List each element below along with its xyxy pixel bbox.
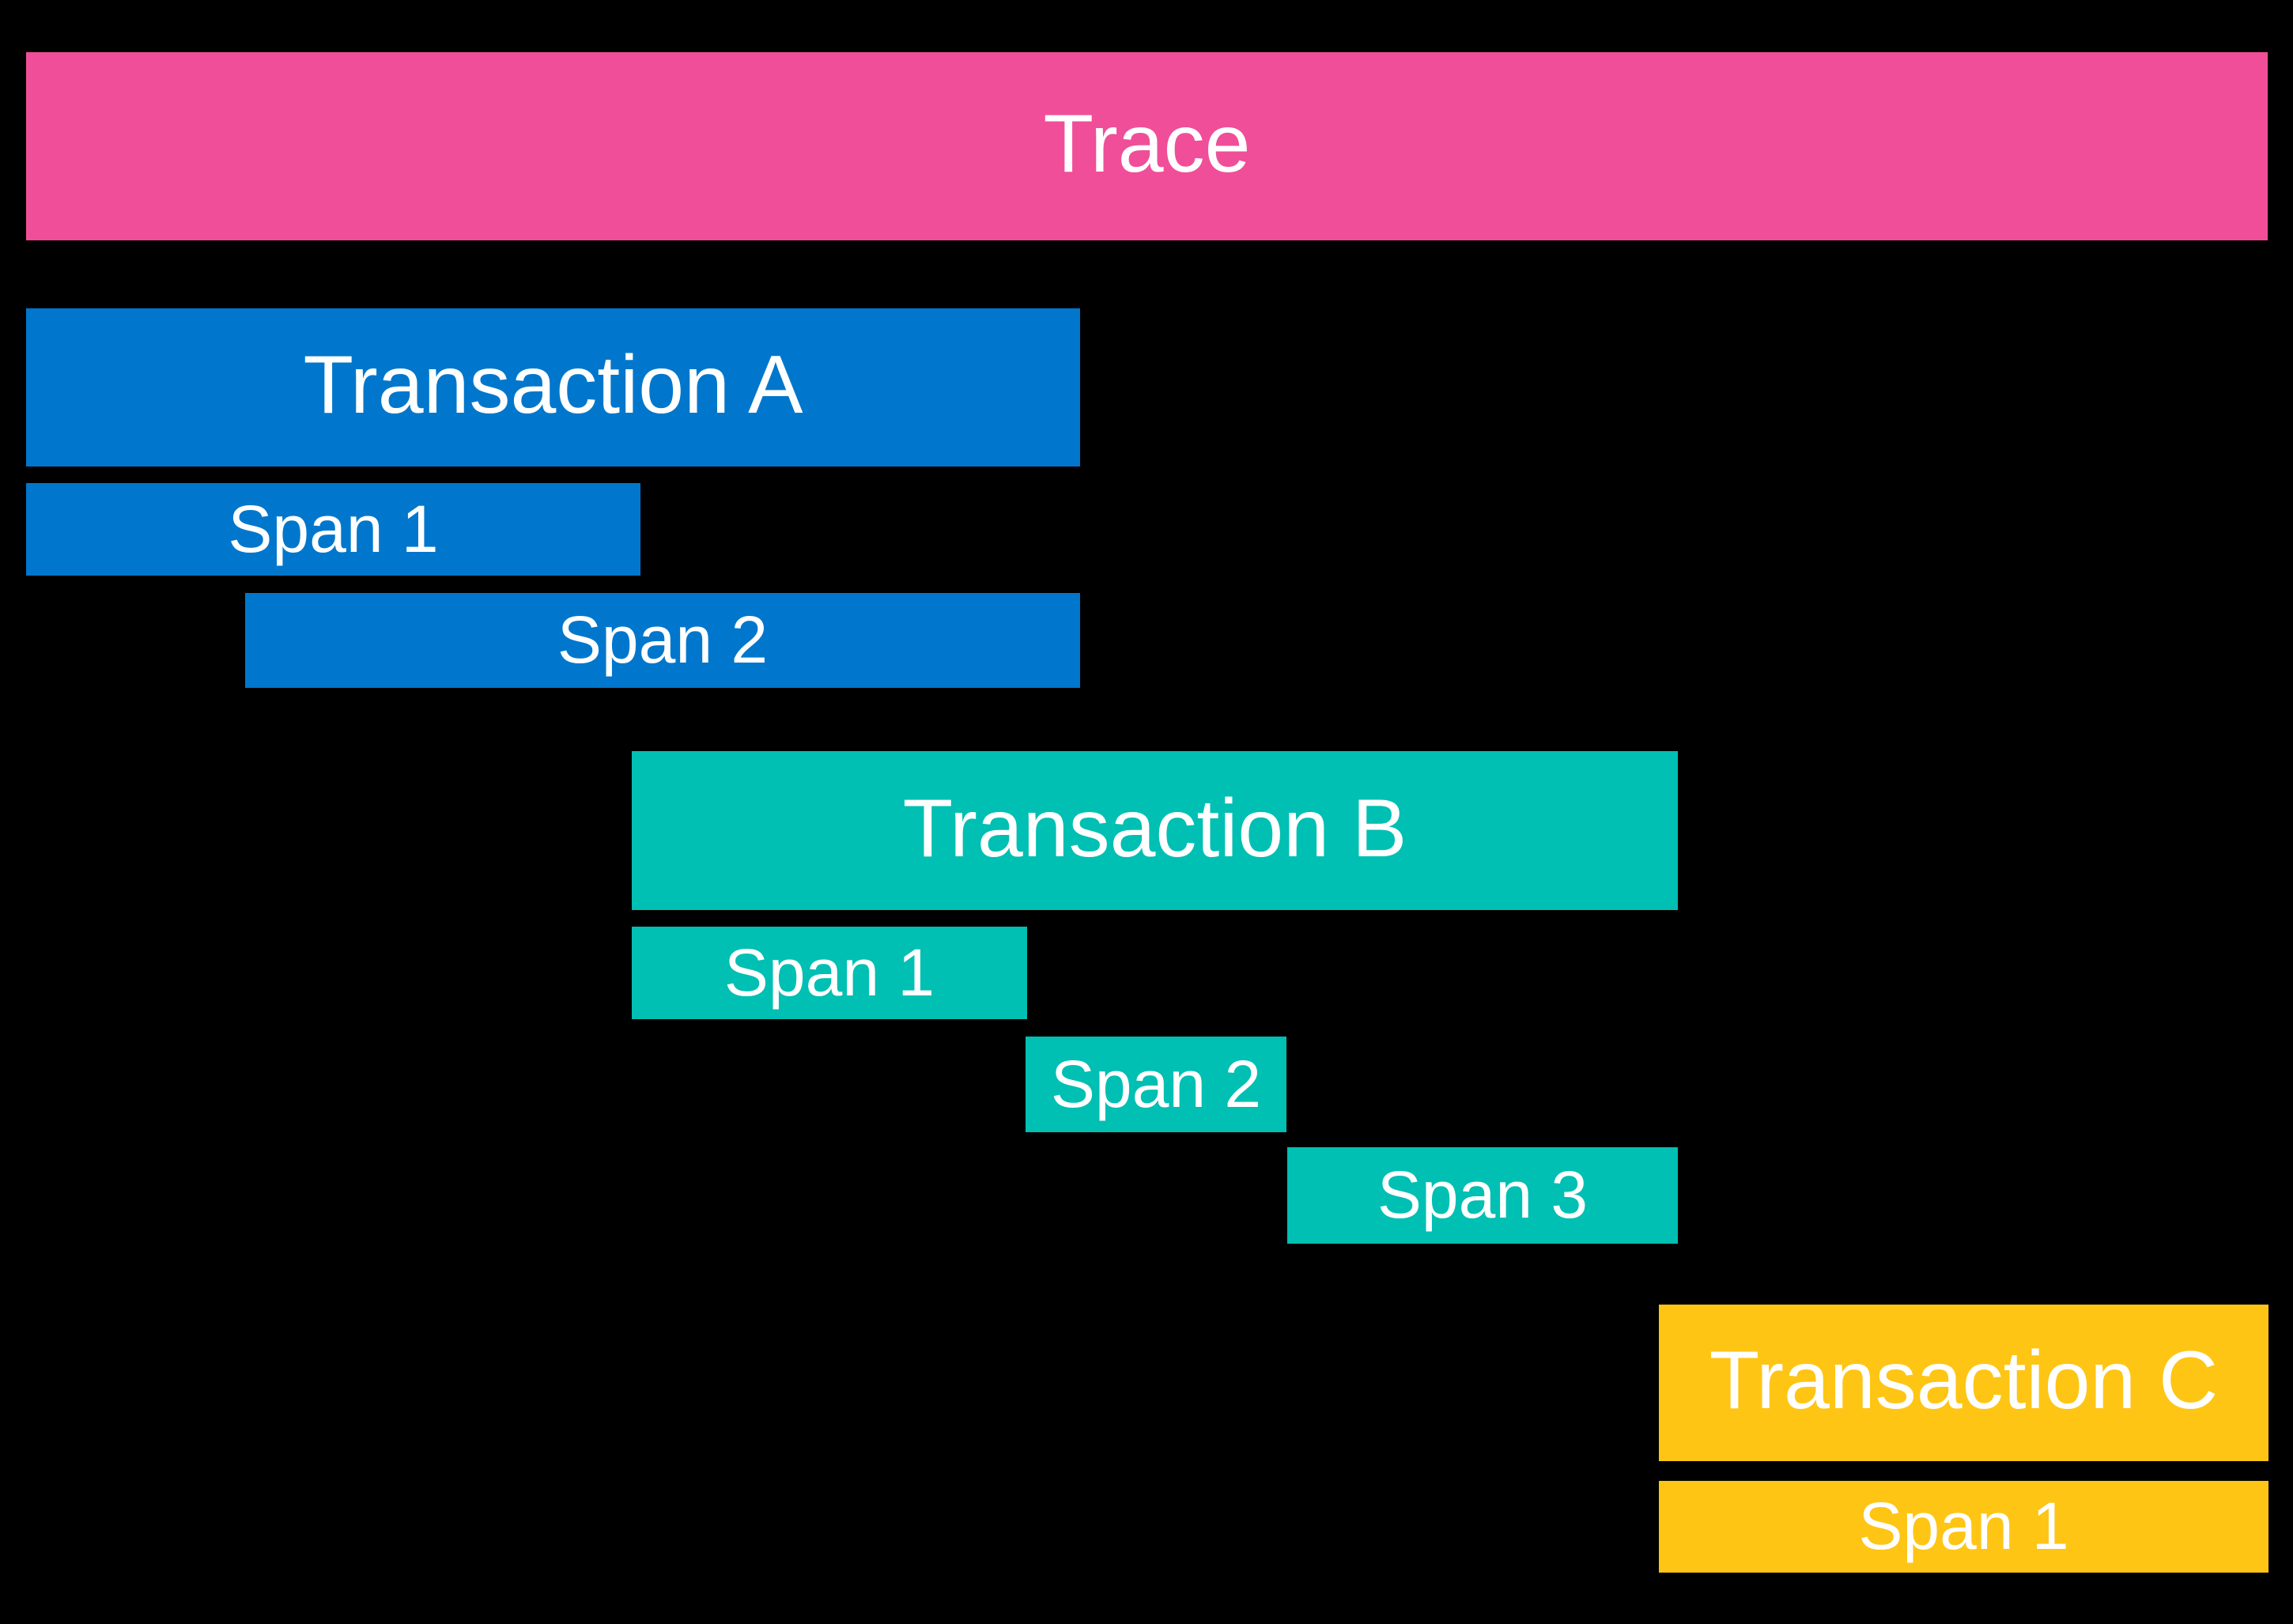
- transaction-a-span-2-label: Span 2: [557, 602, 769, 677]
- transaction-b-bar: Transaction B: [632, 751, 1678, 910]
- transaction-b-span-3-label: Span 3: [1377, 1158, 1588, 1232]
- transaction-a-label: Transaction A: [303, 339, 803, 431]
- transaction-a-span-1-bar: Span 1: [26, 483, 640, 576]
- trace-label: Trace: [1043, 98, 1251, 190]
- transaction-a-span-1-label: Span 1: [228, 491, 439, 566]
- transaction-c-label: Transaction C: [1709, 1335, 2219, 1426]
- transaction-a-bar: Transaction A: [26, 308, 1080, 466]
- transaction-b-span-3-bar: Span 3: [1287, 1147, 1678, 1244]
- trace-bar: Trace: [26, 52, 2268, 240]
- transaction-c-bar: Transaction C: [1659, 1305, 2268, 1461]
- transaction-a-span-2-bar: Span 2: [245, 593, 1080, 688]
- transaction-c-span-1-bar: Span 1: [1659, 1481, 2268, 1573]
- transaction-c-span-1-label: Span 1: [1858, 1489, 2069, 1563]
- transaction-b-span-1-bar: Span 1: [632, 927, 1027, 1019]
- transaction-b-span-2-label: Span 2: [1050, 1046, 1262, 1121]
- transaction-b-span-1-label: Span 1: [723, 935, 935, 1010]
- transaction-b-span-2-bar: Span 2: [1026, 1037, 1286, 1132]
- transaction-b-label: Transaction B: [902, 782, 1407, 874]
